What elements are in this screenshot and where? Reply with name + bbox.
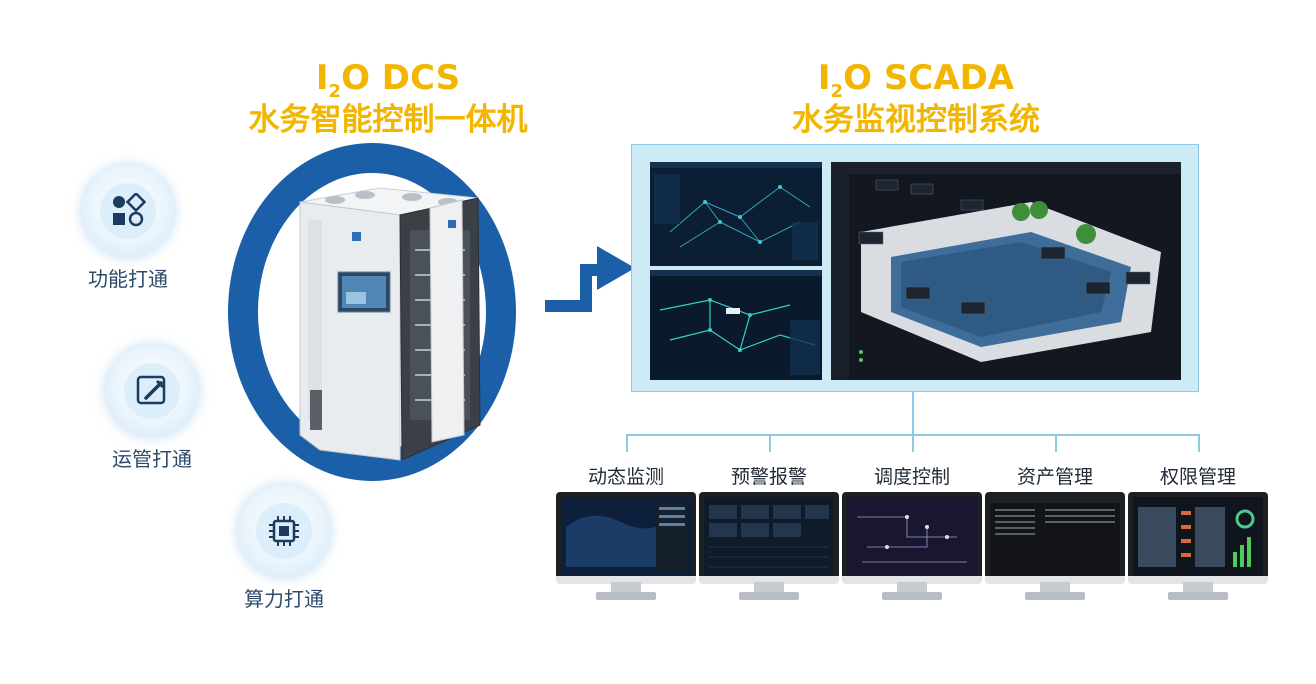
feature-operation: 运管打通: [92, 345, 212, 472]
monitor-screen: [990, 497, 1120, 577]
shapes-icon: [100, 183, 156, 239]
scada-subtitle: 水务监视控制系统: [792, 102, 1040, 139]
monitor-screen: [704, 497, 834, 577]
monitor-dispatch: [842, 492, 982, 610]
scada-screen-network-bottom: [650, 270, 822, 380]
monitor-asset: [985, 492, 1125, 610]
monitor-alarm: [699, 492, 839, 610]
monitor-screen: [561, 497, 691, 577]
edit-icon: [124, 363, 180, 419]
connector-vertical: [912, 392, 914, 436]
connector-arrow: [545, 246, 635, 312]
feature-function: 功能打通: [68, 165, 188, 292]
chip-icon: [256, 503, 312, 559]
feature-label: 功能打通: [88, 267, 168, 291]
scada-title: I2O SCADA 水务监视控制系统: [756, 58, 1076, 140]
monitor-label-alarm: 预警报警: [730, 466, 807, 488]
monitor-label-dispatch: 调度控制: [873, 466, 950, 488]
scada-screen-plant-3d: [831, 162, 1181, 380]
monitor-permission: [1128, 492, 1268, 610]
dcs-cabinet: [299, 187, 481, 461]
monitor-screen: [847, 497, 977, 577]
dcs-title: I2O DCS 水务智能控制一体机: [228, 58, 548, 140]
monitor-monitoring: [556, 492, 696, 610]
dcs-title-line1: I2O DCS: [315, 58, 461, 102]
monitor-label-asset: 资产管理: [1016, 466, 1093, 488]
feature-label: 运管打通: [112, 447, 192, 471]
scada-screen-network-top: [650, 162, 822, 266]
monitor-label-monitoring: 动态监测: [587, 466, 664, 488]
feature-label: 算力打通: [244, 587, 324, 611]
scada-title-line1: I2O SCADA: [817, 58, 1015, 102]
feature-compute: 算力打通: [224, 485, 344, 612]
dcs-subtitle: 水务智能控制一体机: [248, 102, 528, 139]
monitor-screen: [1133, 497, 1263, 577]
monitor-label-permission: 权限管理: [1159, 466, 1236, 488]
